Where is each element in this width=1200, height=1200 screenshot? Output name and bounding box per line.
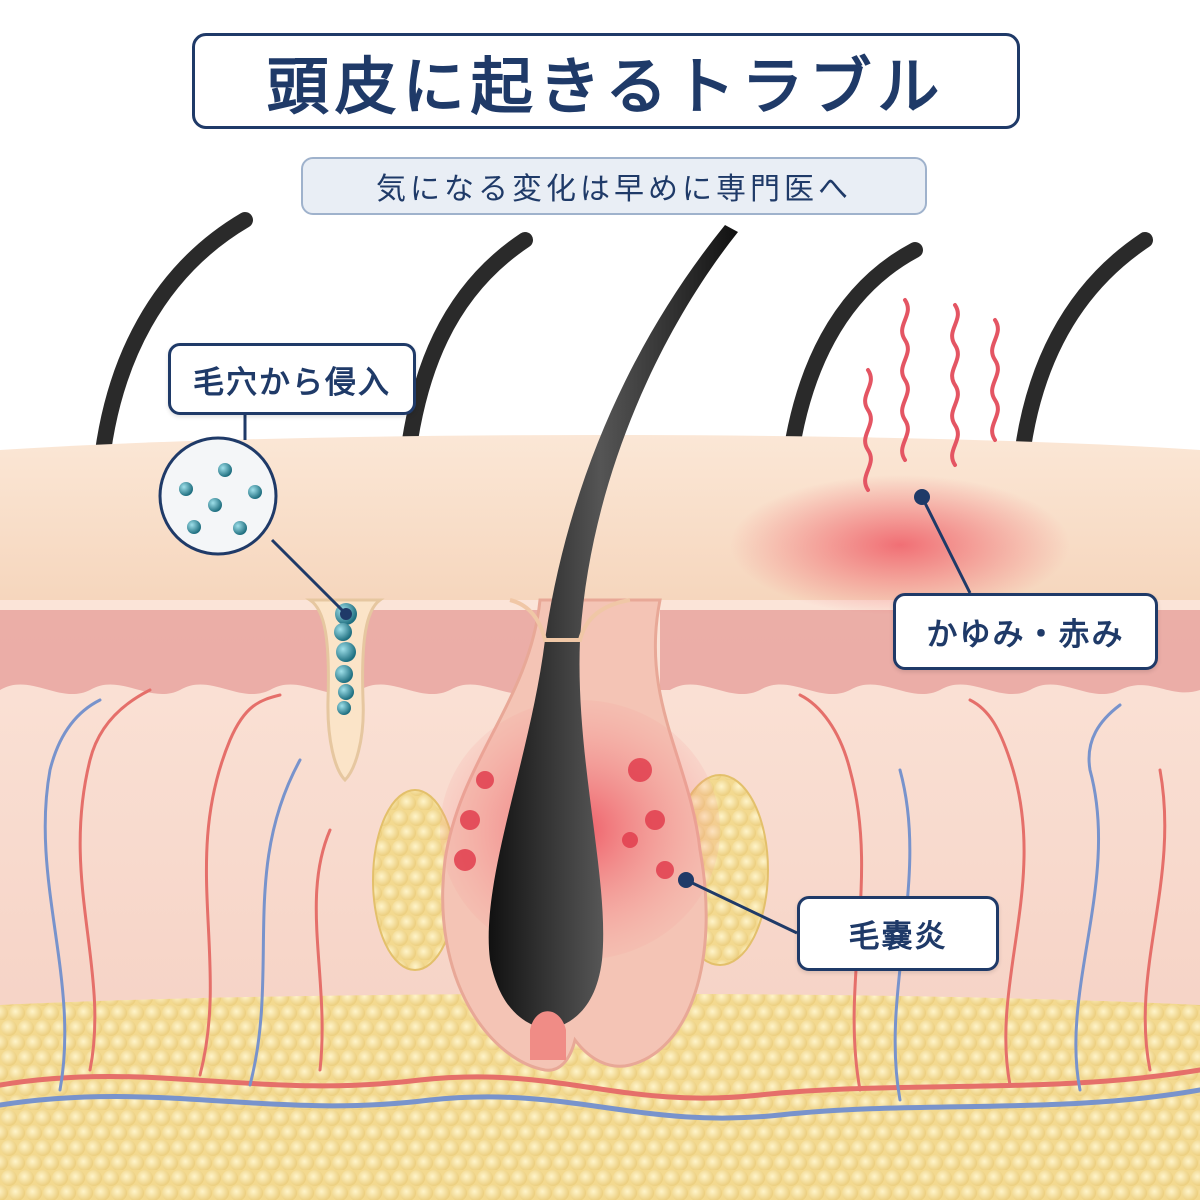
title-banner: 頭皮に起きるトラブル — [192, 33, 1020, 129]
artery — [968, 698, 1026, 1087]
vein — [248, 758, 302, 1087]
marker-dot — [914, 489, 930, 505]
vein — [0, 1087, 1200, 1121]
bacteria-icon — [338, 684, 354, 700]
main-hair-shaft — [488, 225, 738, 1030]
marker-dot — [340, 608, 352, 620]
pustules — [454, 758, 674, 879]
bacteria-icon — [179, 482, 193, 496]
bacteria-icon — [337, 701, 351, 715]
bacteria-icon — [187, 520, 201, 534]
bacteria-icon — [336, 642, 356, 662]
callout-pore-invasion: 毛穴から侵入 — [168, 343, 416, 415]
subtitle-banner: 気になる変化は早めに専門医へ — [301, 157, 927, 215]
marker-dot — [678, 872, 694, 888]
hair-strand-icon — [780, 242, 923, 483]
vein — [1074, 703, 1122, 1092]
artery — [1143, 768, 1167, 1072]
bacteria-icon — [248, 485, 262, 499]
vein — [43, 698, 102, 1092]
callout-label: 毛嚢炎 — [848, 919, 948, 955]
artery — [314, 828, 332, 1072]
page-title: 頭皮に起きるトラブル — [266, 50, 946, 123]
callout-label: かゆみ・赤み — [926, 617, 1125, 653]
pore-bacteria — [334, 603, 357, 715]
page-subtitle: 気になる変化は早めに専門医へ — [376, 172, 852, 207]
bacteria-icon — [218, 463, 232, 477]
callout-itch-redness: かゆみ・赤み — [893, 593, 1158, 670]
callout-label: 毛穴から侵入 — [193, 364, 391, 401]
hair-strand-icon — [1012, 232, 1153, 480]
callout-folliculitis: 毛嚢炎 — [797, 896, 999, 971]
dermal-papilla — [530, 1011, 566, 1060]
bacteria-icon — [334, 623, 352, 641]
artery — [78, 688, 152, 1072]
redness-area — [730, 475, 1070, 615]
artery — [198, 693, 282, 1077]
artery — [798, 693, 864, 1092]
bacteria-icon — [233, 521, 247, 535]
hair-strand-icon — [92, 212, 253, 486]
bacteria-icon — [208, 498, 222, 512]
bacteria-icon — [335, 665, 353, 683]
blood-vessels — [0, 688, 1200, 1121]
subcutaneous-fat — [0, 993, 1200, 1200]
leader-lines — [243, 415, 972, 935]
artery — [0, 1067, 1200, 1101]
heat-wave-icon — [863, 298, 1000, 492]
follicle-opening — [509, 598, 631, 642]
bacteria-magnifier — [158, 436, 278, 556]
